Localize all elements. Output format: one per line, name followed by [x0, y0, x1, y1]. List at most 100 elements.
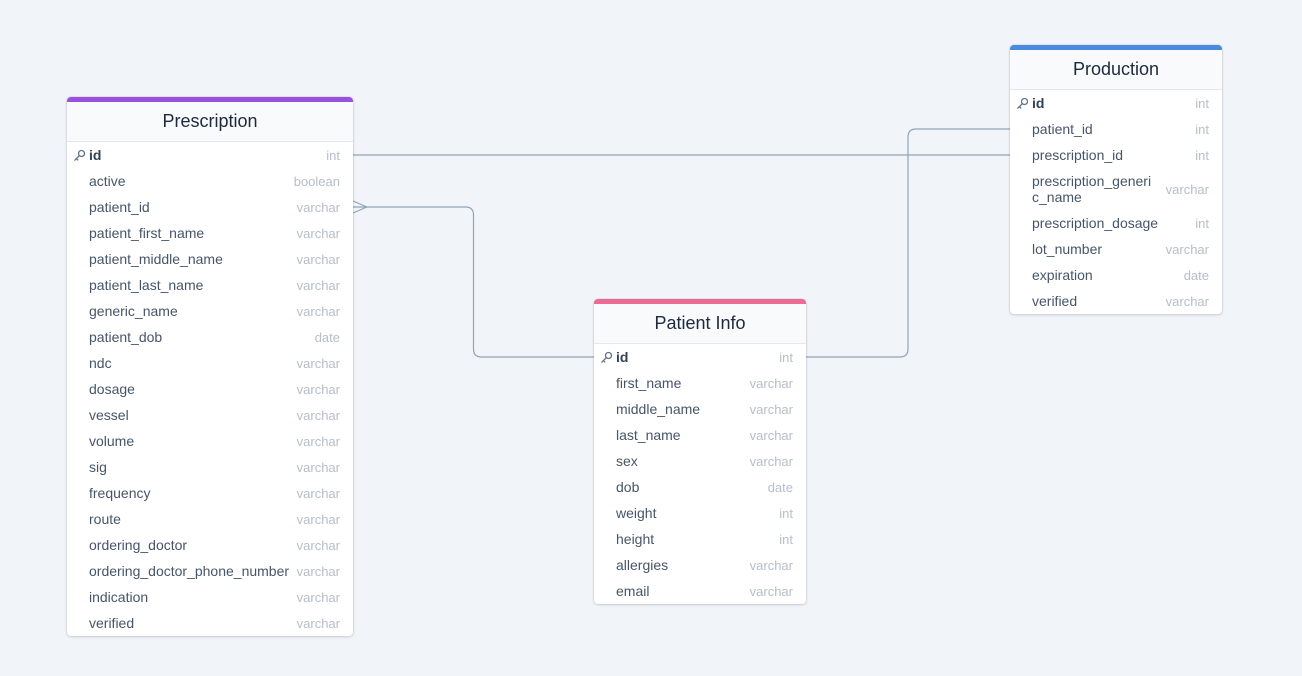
column-row-id[interactable]: id int — [67, 142, 353, 168]
key-icon — [600, 351, 613, 364]
column-type: varchar — [749, 401, 793, 417]
column-row-lot-number[interactable]: lot_number varchar — [1010, 236, 1222, 262]
column-name: patient_last_name — [89, 277, 204, 293]
column-type: varchar — [296, 511, 340, 527]
table-accent-bar — [67, 97, 353, 102]
column-type: varchar — [296, 303, 340, 319]
column-name: patient_id — [1032, 121, 1093, 137]
column-type: varchar — [749, 427, 793, 443]
column-type: varchar — [749, 453, 793, 469]
column-type: varchar — [296, 277, 340, 293]
column-type: int — [1195, 215, 1209, 231]
column-type: date — [767, 479, 793, 495]
column-name: dosage — [89, 381, 135, 397]
column-name: first_name — [616, 375, 682, 391]
column-name: weight — [616, 505, 657, 521]
column-row-dosage[interactable]: dosage varchar — [67, 376, 353, 402]
table-title[interactable]: Prescription — [67, 102, 353, 142]
column-name: middle_name — [616, 401, 701, 417]
column-type: int — [779, 349, 793, 365]
column-type: varchar — [296, 563, 340, 579]
key-icon — [73, 149, 86, 162]
column-row-middle-name[interactable]: middle_name varchar — [594, 396, 806, 422]
column-row-patient-middle-name[interactable]: patient_middle_name varchar — [67, 246, 353, 272]
column-name: sig — [89, 459, 107, 475]
column-type: int — [326, 147, 340, 163]
column-name: patient_id — [89, 199, 150, 215]
column-name: patient_middle_name — [89, 251, 223, 267]
column-type: varchar — [296, 615, 340, 631]
table-title[interactable]: Production — [1010, 50, 1222, 90]
column-type: date — [1183, 267, 1209, 283]
column-name: vessel — [89, 407, 129, 423]
column-row-frequency[interactable]: frequency varchar — [67, 480, 353, 506]
crows-foot-marker[interactable] — [352, 200, 368, 214]
column-name: lot_number — [1032, 241, 1103, 257]
column-name: ndc — [89, 355, 112, 371]
column-row-id[interactable]: id int — [1010, 90, 1222, 116]
relationship-patient-info-id-to-production-patient-id[interactable] — [806, 128, 1010, 358]
column-name: verified — [89, 615, 135, 631]
column-type: int — [1195, 147, 1209, 163]
column-type: date — [314, 329, 340, 345]
column-type: varchar — [296, 251, 340, 267]
column-name: allergies — [616, 557, 669, 573]
column-row-verified[interactable]: verified varchar — [67, 610, 353, 636]
column-name: frequency — [89, 485, 151, 501]
table-accent-bar — [1010, 45, 1222, 50]
column-name: expiration — [1032, 267, 1093, 283]
column-row-expiration[interactable]: expiration date — [1010, 262, 1222, 288]
key-icon — [1016, 97, 1029, 110]
column-type: varchar — [296, 381, 340, 397]
column-type: varchar — [1165, 293, 1209, 309]
relationship-prescription-patient-id-to-patient-info-id[interactable] — [353, 206, 594, 358]
column-row-weight[interactable]: weight int — [594, 500, 806, 526]
column-name: volume — [89, 433, 135, 449]
column-row-patient-last-name[interactable]: patient_last_name varchar — [67, 272, 353, 298]
column-name: id — [1032, 95, 1045, 111]
column-type: int — [1195, 121, 1209, 137]
column-type: varchar — [296, 485, 340, 501]
column-name: id — [89, 147, 102, 163]
column-type: boolean — [293, 173, 340, 189]
column-type: int — [779, 505, 793, 521]
column-name: prescription_generi c_name — [1032, 173, 1152, 205]
column-name: indication — [89, 589, 149, 605]
column-type: varchar — [1165, 241, 1209, 257]
table-title[interactable]: Patient Info — [594, 304, 806, 344]
column-type: int — [1195, 95, 1209, 111]
column-row-patient-id[interactable]: patient_id int — [1010, 116, 1222, 142]
